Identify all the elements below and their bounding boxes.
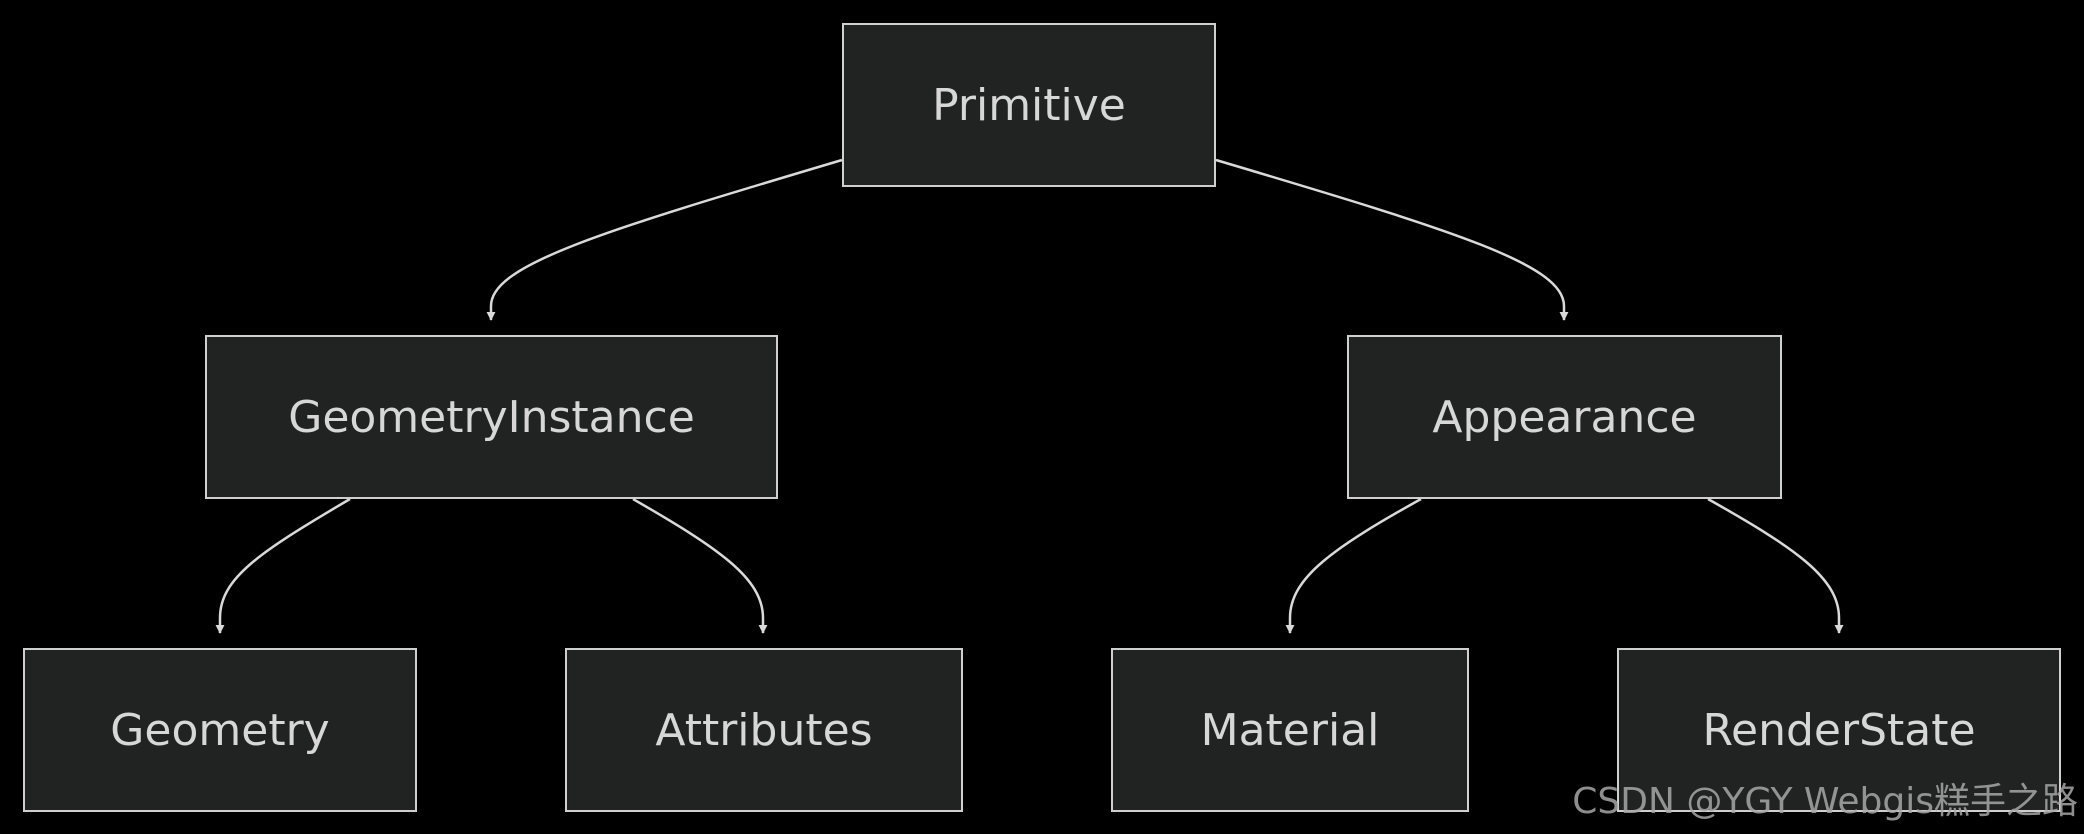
node-appearance-label: Appearance (1432, 391, 1697, 443)
watermark: CSDN @YGY Webgis糕手之路 (1572, 781, 2078, 822)
node-appearance[interactable]: Appearance (1347, 335, 1782, 499)
edge-primitive-to-appearance (1215, 158, 1569, 321)
node-attributes[interactable]: Attributes (565, 648, 963, 812)
node-material[interactable]: Material (1111, 648, 1469, 812)
node-geometry-instance[interactable]: GeometryInstance (205, 335, 778, 499)
edge-appearance-to-render-state (1707, 497, 1844, 634)
node-attributes-label: Attributes (655, 704, 873, 756)
node-render-state-label: RenderState (1702, 704, 1976, 756)
node-render-state[interactable]: RenderState (1617, 648, 2061, 812)
edge-geometry-instance-to-geometry (215, 497, 351, 634)
node-material-label: Material (1200, 704, 1380, 756)
node-geometry-label: Geometry (110, 704, 330, 756)
node-primitive[interactable]: Primitive (842, 23, 1216, 187)
edge-primitive-to-geometry-instance (486, 158, 843, 321)
node-primitive-label: Primitive (932, 79, 1126, 131)
node-geometry-instance-label: GeometryInstance (288, 391, 695, 443)
edge-geometry-instance-to-attributes (632, 497, 768, 634)
edge-appearance-to-material (1285, 497, 1422, 634)
node-geometry[interactable]: Geometry (23, 648, 417, 812)
